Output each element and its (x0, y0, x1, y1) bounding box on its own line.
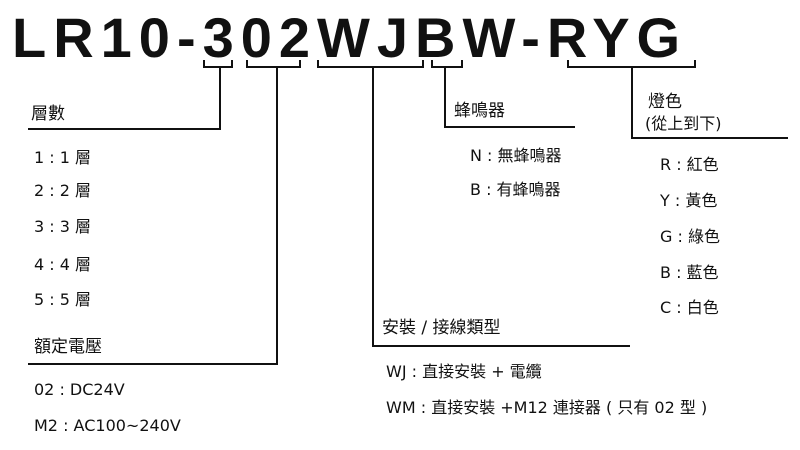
leader-voltage (28, 67, 278, 365)
layers-item: 3 : 3 層 (34, 217, 92, 236)
lights-item: R : 紅色 (660, 155, 719, 174)
buzzer-title: 蜂鳴器 (454, 101, 505, 121)
bracket-lights (567, 60, 696, 68)
layers-item: 4 : 4 層 (34, 255, 92, 274)
lights-item: Y : 黃色 (660, 191, 718, 210)
bracket-layers (203, 60, 233, 68)
model-code: LR10-302WJBW-RYG (12, 6, 688, 69)
lights-title: 燈色 (648, 92, 682, 112)
lights-item: B : 藍色 (660, 263, 719, 282)
leader-buzzer (444, 67, 575, 128)
buzzer-item: N : 無蜂鳴器 (470, 146, 562, 165)
layers-title: 層數 (31, 104, 65, 124)
voltage-item: M2 : AC100~240V (34, 416, 181, 435)
lights-item: G : 綠色 (660, 227, 720, 246)
bracket-voltage (246, 60, 301, 68)
install-item: WM : 直接安裝 +M12 連接器 ( 只有 02 型 ) (386, 398, 708, 417)
layers-item: 1 : 1 層 (34, 148, 92, 167)
layers-item: 5 : 5 層 (34, 290, 92, 309)
lights-subtitle: (從上到下) (645, 114, 722, 133)
bracket-buzzer (431, 60, 463, 68)
bracket-install (317, 60, 424, 68)
voltage-item: 02 : DC24V (34, 380, 125, 399)
leader-lights (631, 67, 788, 139)
buzzer-item: B : 有蜂鳴器 (470, 180, 561, 199)
leader-layers (28, 67, 221, 130)
leader-install (372, 67, 630, 347)
lights-item: C : 白色 (660, 298, 719, 317)
layers-item: 2 : 2 層 (34, 181, 92, 200)
install-item: WJ : 直接安裝 + 電纜 (386, 362, 542, 381)
install-title: 安裝 / 接線類型 (382, 318, 501, 338)
voltage-title: 額定電壓 (34, 337, 102, 357)
